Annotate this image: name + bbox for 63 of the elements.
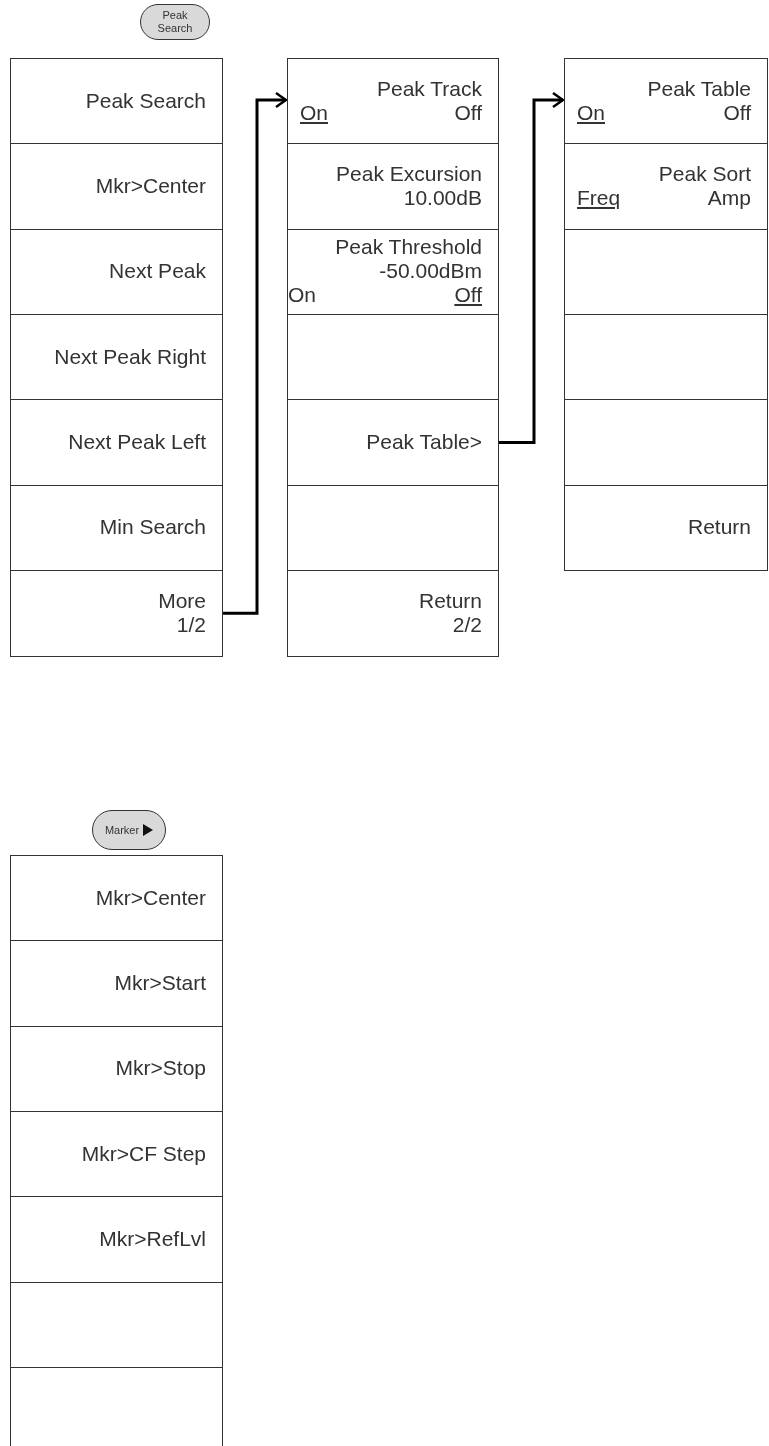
menu-key [10, 228, 223, 316]
key-label: More [158, 588, 206, 613]
menu-key [10, 569, 223, 657]
key-label: Mkr>Start [114, 970, 206, 995]
key-label: Mkr>Center [95, 173, 206, 198]
key-label: Mkr>Center [95, 885, 206, 910]
option-label: Off [454, 101, 482, 125]
option-label: Off [454, 282, 482, 307]
key-label: Peak Threshold [335, 234, 482, 259]
option-label: Freq [577, 186, 621, 211]
menu-key [287, 228, 499, 316]
key-label: Peak Sort [658, 162, 751, 187]
key-label: Peak Excursion [336, 162, 482, 187]
menu-key [287, 143, 499, 231]
value-label: -50.00dBm [379, 258, 482, 283]
key-label: Peak Table [647, 77, 751, 101]
value-label: 2/2 [452, 612, 482, 637]
hardkey-button: Marker [92, 810, 166, 850]
menu-key [287, 569, 499, 657]
value-label: 10.00dB [403, 186, 482, 211]
key-label: Peak Search [85, 88, 206, 113]
key-label: Next Peak Right [54, 344, 206, 369]
menu-key [10, 58, 223, 145]
arrow [223, 91, 288, 615]
menu-key [564, 313, 768, 401]
menu-key [10, 1025, 223, 1113]
menu-key [564, 143, 768, 231]
menu-key [10, 940, 223, 1028]
menu-key [10, 484, 223, 572]
hardkey-button: Peak Search [140, 4, 210, 40]
option-label: Off [723, 101, 751, 125]
key-label: Mkr>RefLvl [99, 1226, 206, 1251]
menu-key [10, 399, 223, 486]
menu-key [10, 1110, 223, 1198]
menu-key [10, 855, 223, 942]
menu-key [564, 58, 768, 145]
menu-key [287, 484, 499, 572]
menu-key [10, 313, 223, 401]
option-label: Amp [707, 186, 751, 211]
menu-key [564, 228, 768, 316]
key-label: Peak Track [376, 77, 482, 101]
key-label: Min Search [99, 515, 206, 540]
menu-key [10, 1196, 223, 1283]
menu-key [10, 143, 223, 231]
menu-key [10, 1366, 223, 1446]
key-label: Return [418, 588, 482, 613]
key-label: Return [687, 515, 751, 540]
key-label: Peak Table> [366, 429, 482, 454]
option-label: On [577, 101, 605, 125]
option-label: On [300, 101, 328, 125]
value-label: 1/2 [176, 612, 206, 637]
key-label: Next Peak [109, 259, 206, 284]
key-label: Mkr>CF Step [81, 1141, 206, 1166]
menu-key [287, 399, 499, 486]
arrow [499, 91, 565, 445]
menu-key [564, 399, 768, 486]
menu-key [10, 1281, 223, 1369]
key-label: Next Peak Left [68, 429, 206, 454]
option-label: On [288, 282, 316, 307]
key-label: Mkr>Stop [115, 1056, 206, 1081]
menu-key [564, 484, 768, 572]
menu-key [287, 313, 499, 401]
menu-key [287, 58, 499, 145]
